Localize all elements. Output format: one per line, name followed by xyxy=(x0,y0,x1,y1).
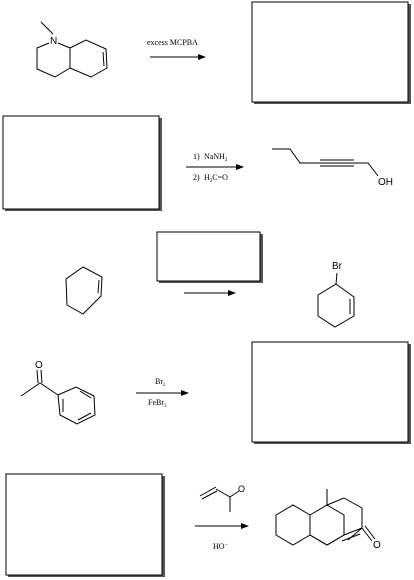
reactant-n-methyl-octahydroquinoline xyxy=(36,21,108,78)
reagent-step-2-number: 2) xyxy=(193,173,200,182)
product-octalone xyxy=(275,489,376,546)
oxygen-label: O xyxy=(35,360,43,371)
reagent-bromine: Br2 xyxy=(155,377,166,388)
reagent-step-2-subscript: 2 xyxy=(210,179,213,184)
reaction-4: O Br2 FeBr3 xyxy=(20,341,411,444)
reagent-iron-bromide-text: FeBr xyxy=(148,398,164,407)
reagent-iron-bromide-subscript: 3 xyxy=(164,404,167,409)
reagent-step-1-text: NaNH xyxy=(204,152,225,161)
reagent-methyl-vinyl-ketone xyxy=(199,486,240,512)
reagent-step-2-text-a: H xyxy=(204,173,210,182)
answer-box-4 xyxy=(251,341,411,444)
product-bromocyclohexene xyxy=(317,272,355,328)
reagent-bromine-text: Br xyxy=(155,377,163,386)
reagent-step-1: NaNH2 xyxy=(204,152,228,163)
reaction-5: O HO− O xyxy=(5,473,381,577)
enone-oxygen-label: O xyxy=(373,540,381,551)
nitrogen-atom-label: N xyxy=(50,36,57,47)
reagent-label-excess-mcpba: excess MCPBA xyxy=(147,38,198,47)
ketone-oxygen-label: O xyxy=(238,484,245,494)
reagent-step-2-text-b: C=O xyxy=(212,173,228,182)
reaction-1: N excess MCPBA xyxy=(36,1,411,104)
reagent-bromine-subscript: 2 xyxy=(163,383,166,388)
reagent-step-1-number: 1) xyxy=(193,152,200,161)
reactant-acetophenone xyxy=(20,369,96,425)
reagent-hydroxide-superscript: − xyxy=(225,542,229,548)
reagent-iron-bromide: FeBr3 xyxy=(148,398,167,409)
answer-box-2 xyxy=(2,115,162,211)
reactant-cyclohexene xyxy=(65,266,103,315)
answer-box-5 xyxy=(5,473,165,577)
bromine-label: Br xyxy=(332,261,343,272)
hydroxyl-label: OH xyxy=(378,177,393,188)
reaction-3: Br xyxy=(65,231,355,328)
reaction-2: 1) NaNH2 2) H2C=O OH xyxy=(2,115,393,211)
answer-box-3 xyxy=(156,231,263,283)
product-hexynol xyxy=(272,148,379,177)
reagent-hydroxide: HO− xyxy=(213,542,229,551)
reagent-hydroxide-text: HO xyxy=(213,542,225,551)
reagent-step-1-subscript: 2 xyxy=(225,158,228,163)
reagent-step-2: H2C=O xyxy=(204,173,228,184)
answer-box-1 xyxy=(251,1,411,104)
